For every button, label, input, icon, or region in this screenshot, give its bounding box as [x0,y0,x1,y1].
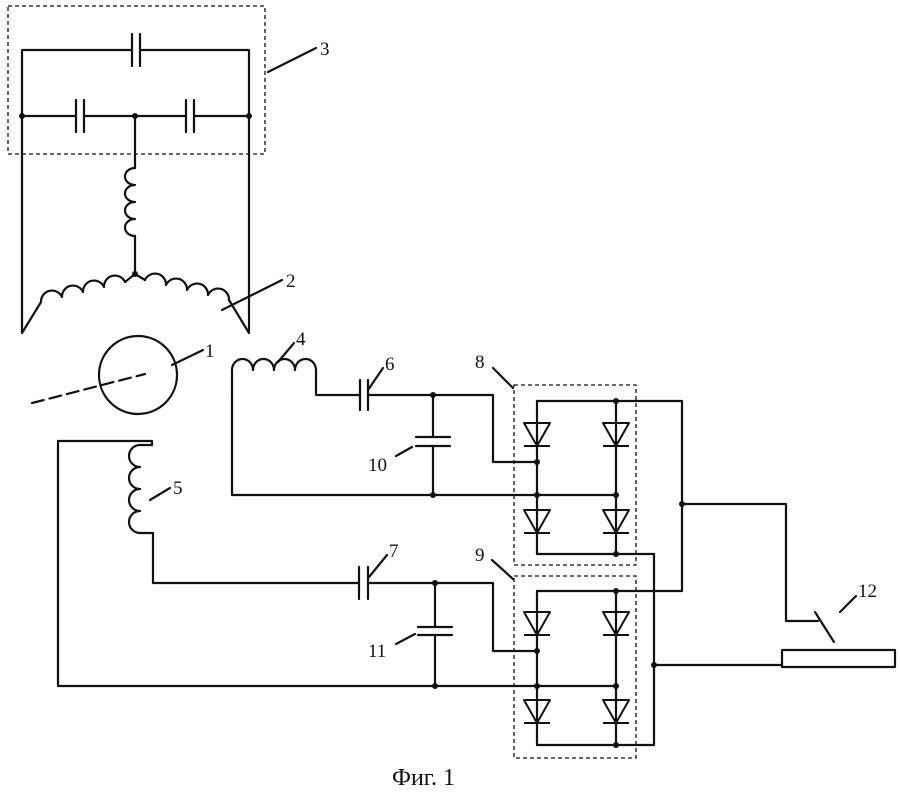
label-12: 12 [858,581,877,602]
rectifier-8 [523,398,684,557]
label-3: 3 [320,39,330,60]
diode [523,611,551,636]
winding-5-circuit [56,439,618,689]
label-7: 7 [389,541,399,562]
electrode [813,610,836,644]
label-11: 11 [368,641,386,662]
capacitor-bank-box [7,5,266,155]
winding-4-circuit [230,357,618,498]
label-5: 5 [173,478,183,499]
workpiece [780,648,897,669]
label-6: 6 [385,354,395,375]
label-8: 8 [475,352,485,373]
output-circuit [651,501,897,747]
label-2: 2 [286,271,296,292]
rectifier-8-box [513,384,637,566]
label-4: 4 [296,329,306,350]
diode [523,422,551,447]
label-1: 1 [205,341,215,362]
diode [602,699,630,724]
diode [602,611,630,636]
diode [602,422,630,447]
diode [523,509,551,534]
diode [523,699,551,724]
rectifier-9 [523,502,684,748]
rotor [30,334,179,416]
diode [602,509,630,534]
label-9: 9 [475,545,485,566]
stator-winding [20,114,251,335]
label-10: 10 [368,455,387,476]
leader-lines [148,46,858,646]
rectifier-9-box [513,575,637,759]
figure-caption: Фиг. 1 [392,765,455,791]
